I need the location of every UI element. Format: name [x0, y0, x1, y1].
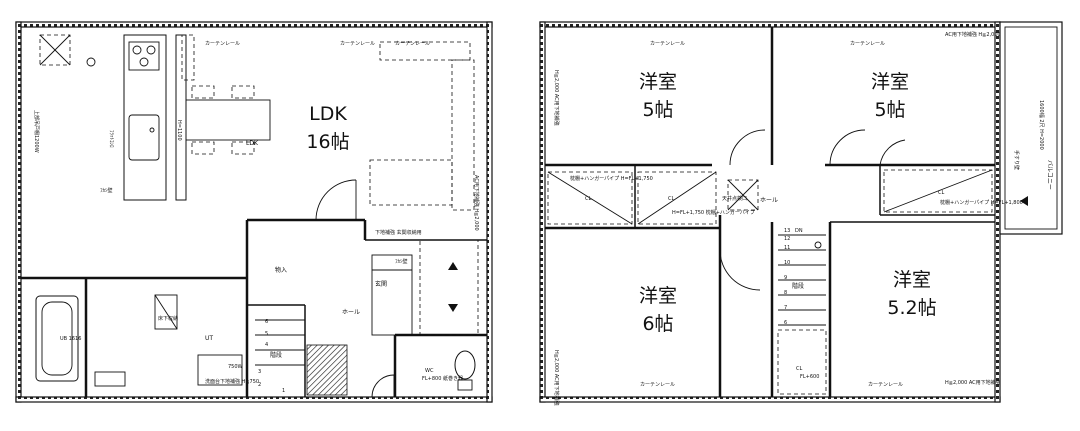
- wc-label: WC: [425, 368, 434, 374]
- stair-step-2: 2: [258, 382, 261, 388]
- room1-size: 5帖: [642, 99, 673, 121]
- ac-note-label: AC用下地補強 H≧2,000: [473, 175, 480, 231]
- gas-range-icon: [128, 41, 160, 71]
- ceiling-note: 上部吊戸棚1200W: [33, 110, 40, 153]
- floor2-step-numbers: 6 7 8 9 10 11 12 13: [784, 228, 790, 326]
- f2-attic-label: 天井点検口: [722, 195, 747, 202]
- entrance-floor: [371, 254, 413, 336]
- f2-balcony-dims: 1600幅 2尺 H=2000: [1038, 100, 1045, 150]
- room4-name: 洋室: [893, 269, 931, 291]
- f2-ac-note-bl: H≧2,000 AC用下地補強: [553, 350, 560, 406]
- bathtub: [35, 295, 79, 382]
- gas-range-label: ﾌﾗｯﾄｺﾝﾛ: [108, 130, 114, 148]
- floor2-stairs: [778, 234, 826, 326]
- closet-left: [547, 171, 633, 225]
- attic-hatch: [727, 179, 759, 211]
- f2-step-13: 13: [784, 228, 790, 234]
- ub-label: UB 1616: [60, 336, 81, 342]
- hall-label: ホール: [342, 309, 360, 316]
- f2-pipe-note-3: 枕棚+ハンガーパイプ H=FL+1,800: [940, 199, 1023, 206]
- stair-step-1: 1: [282, 388, 285, 394]
- f2-step-12: 12: [784, 236, 790, 242]
- f2-pipe-note-2: H=FL+1,750 枕棚+ハンガーパイプ: [672, 209, 755, 216]
- storage-label: 物入: [275, 266, 287, 274]
- wall-left: [16, 22, 21, 402]
- entrance-storage-label: 下地補強 玄関収納用: [375, 229, 422, 236]
- floor-hatch: [154, 294, 178, 330]
- stair-step-5: 5: [265, 331, 268, 337]
- floor1-stair-numbers: 1 2 3 4 5 6: [258, 319, 285, 394]
- room1-name: 洋室: [639, 71, 677, 93]
- f2-step-9: 9: [784, 275, 787, 281]
- room2-name: 洋室: [871, 71, 909, 93]
- f2-curtain-rail-1: カーテンレール: [650, 41, 685, 47]
- ldk-size: 16帖: [306, 131, 349, 153]
- f2-hall-label: ホール: [760, 197, 778, 204]
- ut-label: UT: [205, 335, 213, 342]
- f2-dn-label: DN: [795, 228, 803, 234]
- h-1100-label: H=1100: [176, 120, 182, 141]
- f2-ac-note-top: AC用下地補強 H≧2,000: [945, 31, 1001, 38]
- f2-curtain-rail-3: カーテンレール: [640, 382, 675, 388]
- washstand-width: 750W: [228, 364, 243, 370]
- ldk-small-label: LDK: [246, 140, 259, 147]
- f2-step-10: 10: [784, 260, 790, 266]
- closet-right: [883, 169, 993, 213]
- stair-landing-hatch: [306, 344, 348, 396]
- f2-balcony-label: バルコニー: [1046, 160, 1053, 190]
- ldk-name: LDK: [309, 103, 347, 125]
- f2-fl600: FL+600: [800, 374, 819, 380]
- f2-step-11: 11: [784, 245, 790, 251]
- kitchen-counter: [123, 34, 167, 201]
- wall-right: [487, 22, 492, 402]
- floor1-plan: LDK 16帖 LDK カーテンレール カーテンレール カーテンレール 上部吊戸…: [15, 21, 493, 403]
- curtain-rail-label-2: カーテンレール: [340, 41, 375, 47]
- f2-curtain-rail-4: カーテンレール: [868, 382, 903, 388]
- fridge-wall-label: ﾌｶｼ壁: [100, 187, 113, 194]
- stairs-label: 階段: [270, 351, 282, 359]
- f2-step-8: 8: [784, 290, 787, 296]
- stair-step-4: 4: [265, 342, 268, 348]
- f2-stairs-label: 階段: [792, 282, 804, 290]
- wc-note: FL+800 紙巻き器: [422, 375, 463, 382]
- wall-top: [16, 22, 492, 27]
- balcony: [999, 21, 1063, 235]
- f2-curtain-rail-2: カーテンレール: [850, 41, 885, 47]
- sofa-outline: [369, 159, 453, 206]
- f2-cl-right: CL: [938, 190, 944, 196]
- entrance-label: 玄関: [375, 280, 387, 288]
- floor-hatch-label: 床下収納: [158, 315, 178, 322]
- washstand-note: 洗面台下地補強 H≧750: [205, 378, 259, 385]
- f2-step-7: 7: [784, 305, 787, 311]
- f2-ac-note-br: H≧2,000 AC用下地補強: [945, 379, 1001, 386]
- curtain-rail-label: カーテンレール: [205, 41, 240, 47]
- f2-ac-note-left: H≧2,000 AC用下地補強: [553, 70, 560, 126]
- stair-step-6: 6: [265, 319, 268, 325]
- curtain-rail-label-3: カーテンレール: [395, 41, 430, 47]
- closet-mid: [637, 171, 717, 225]
- f2-cl-mid: CL: [668, 196, 674, 202]
- wall-bottom: [16, 397, 492, 402]
- room2-size: 5帖: [874, 99, 905, 121]
- shoe-box-label: ﾌｶｼ壁: [395, 258, 408, 265]
- f2-balcony-note: 手すり壁: [1013, 150, 1020, 170]
- room3-size: 6帖: [642, 313, 673, 335]
- f2-pipe-note: 枕棚+ハンガーパイプ H=FL+1,750: [570, 175, 653, 182]
- sink-icon: [128, 114, 160, 161]
- f2-cl-stair: CL: [796, 366, 802, 372]
- washstand: [197, 354, 243, 386]
- dining-table: [185, 99, 271, 141]
- f2-step-6: 6: [784, 320, 787, 326]
- room3-name: 洋室: [639, 285, 677, 307]
- floor2-plan: 洋室 5帖 洋室 5帖 洋室 6帖 洋室 5.2帖 カーテンレール カーテンレー…: [539, 21, 1063, 406]
- f2-cl-left: CL: [585, 196, 591, 202]
- closet-stair: [777, 329, 827, 395]
- room4-size: 5.2帖: [887, 297, 936, 319]
- stair-step-3: 3: [258, 369, 261, 375]
- toilet-icon: [454, 350, 476, 380]
